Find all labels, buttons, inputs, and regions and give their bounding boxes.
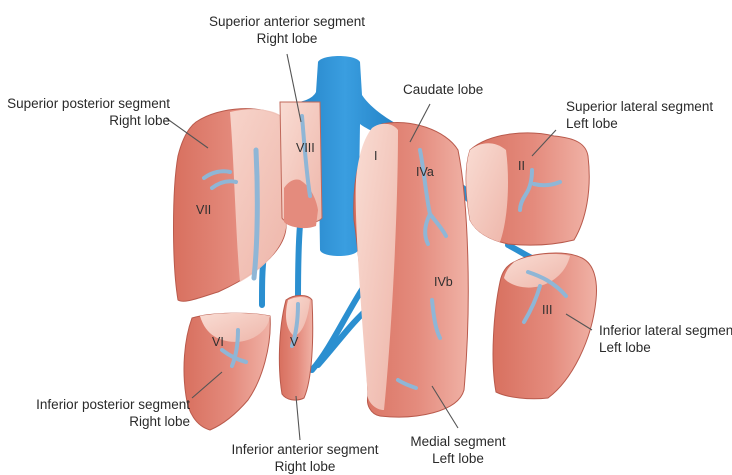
segment-iv-medial xyxy=(354,122,469,417)
label-inferior-anterior-line1: Inferior anterior segment xyxy=(220,441,390,458)
label-inferior-anterior-line2: Right lobe xyxy=(220,458,390,475)
label-superior-lateral-line2: Left lobe xyxy=(566,115,713,132)
segment-label-ivb: IVb xyxy=(434,275,453,289)
segment-ii xyxy=(466,133,589,245)
label-medial-segment-line1: Medial segment xyxy=(398,433,518,450)
label-inferior-lateral-line2: Left lobe xyxy=(599,339,732,356)
segment-iii xyxy=(493,253,596,399)
label-inferior-posterior: Inferior posterior segment Right lobe xyxy=(24,396,190,430)
label-medial-segment: Medial segment Left lobe xyxy=(398,433,518,467)
segment-label-viii: VIII xyxy=(296,141,315,155)
segment-label-vi: VI xyxy=(212,335,224,349)
segment-label-ii: II xyxy=(518,159,525,173)
segment-label-i: I xyxy=(374,149,377,163)
segment-label-iva: IVa xyxy=(416,165,434,179)
label-superior-anterior: Superior anterior segment Right lobe xyxy=(202,13,372,47)
segment-vi xyxy=(184,313,270,430)
label-inferior-lateral-line1: Inferior lateral segment xyxy=(599,322,732,339)
label-inferior-posterior-line1: Inferior posterior segment xyxy=(24,396,190,413)
label-superior-anterior-line2: Right lobe xyxy=(202,30,372,47)
label-superior-posterior-line1: Superior posterior segment xyxy=(4,95,170,112)
label-superior-anterior-line1: Superior anterior segment xyxy=(202,13,372,30)
segment-label-iii: III xyxy=(542,303,552,317)
label-superior-lateral-line1: Superior lateral segment xyxy=(566,98,713,115)
label-superior-lateral: Superior lateral segment Left lobe xyxy=(566,98,713,132)
segment-label-v: V xyxy=(290,335,299,349)
label-superior-posterior-line2: Right lobe xyxy=(4,112,170,129)
label-caudate-lobe: Caudate lobe xyxy=(403,81,483,98)
label-superior-posterior: Superior posterior segment Right lobe xyxy=(4,95,170,129)
segment-vii xyxy=(174,109,287,302)
label-medial-segment-line2: Left lobe xyxy=(398,450,518,467)
segment-label-vii: VII xyxy=(196,203,211,217)
label-inferior-lateral: Inferior lateral segment Left lobe xyxy=(599,322,732,356)
label-inferior-posterior-line2: Right lobe xyxy=(24,413,190,430)
label-inferior-anterior: Inferior anterior segment Right lobe xyxy=(220,441,390,475)
label-caudate-lobe-line1: Caudate lobe xyxy=(403,81,483,98)
